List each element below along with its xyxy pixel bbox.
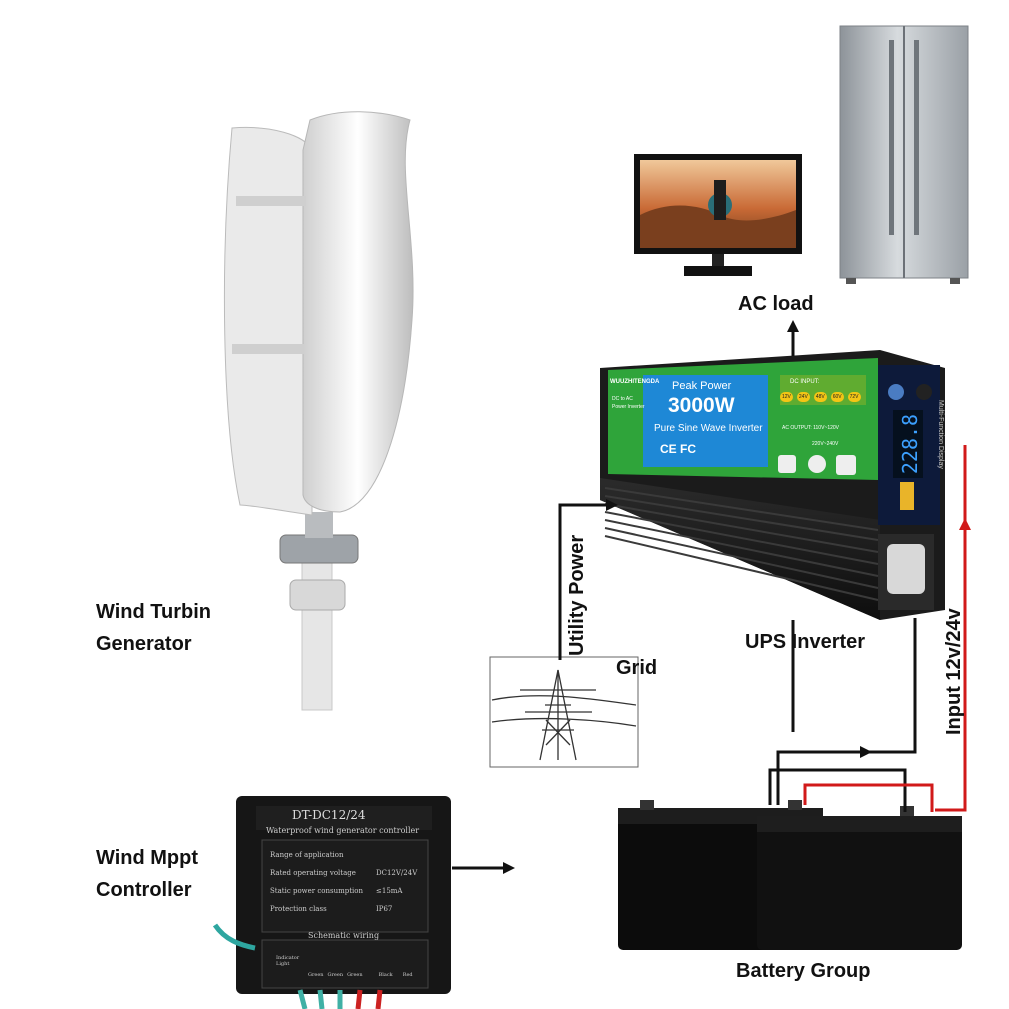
wind-mppt-controller-image xyxy=(212,796,451,1009)
inverter-brand: WUUZHITENGDA xyxy=(610,379,660,385)
terminal: Green xyxy=(327,972,344,978)
controller-schematic-label: Schematic wiring xyxy=(308,931,380,940)
inverter-dc-input: DC INPUT: xyxy=(790,379,820,385)
controller-row-value: ≤15mA xyxy=(376,887,403,895)
wind-mppt-label-line1: Wind Mppt xyxy=(96,847,199,869)
dc-option: 72V xyxy=(847,392,861,402)
wind-turbine-image xyxy=(223,111,414,711)
controller-row-value: IP67 xyxy=(376,905,393,913)
wind-turbine-label-line2: Generator xyxy=(96,633,192,655)
battery-group-label: Battery Group xyxy=(736,960,871,982)
terminal: Green xyxy=(308,972,324,978)
inverter-ac-output-1: AC OUTPUT: 110V~120V xyxy=(782,425,840,431)
fridge-image xyxy=(839,25,969,284)
terminal: Black xyxy=(378,972,393,978)
controller-terminal-label: Indicator Light xyxy=(276,955,300,967)
wind-mppt-label-line2: Controller xyxy=(96,879,192,901)
inverter-display-label: Multi-Function Display xyxy=(937,400,944,469)
controller-subtitle: Waterproof wind generator controller xyxy=(266,826,420,835)
utility-power-label: Utility Power xyxy=(566,534,588,656)
dc-option: 48V xyxy=(813,392,827,402)
grid-label: Grid xyxy=(616,657,658,679)
wiring xyxy=(452,320,971,874)
ups-inverter-label: UPS Inverter xyxy=(745,631,866,653)
ups-inverter-image xyxy=(600,350,945,620)
controller-row-key: Rated operating voltage xyxy=(270,869,356,877)
inverter-dc-options: 12V 24V 48V 60V 72V xyxy=(780,392,861,402)
dc-option: 24V xyxy=(796,392,810,402)
controller-row-key: Static power consumption xyxy=(270,887,364,895)
battery-group-image xyxy=(618,800,962,950)
inverter-wattage: 3000W xyxy=(668,394,735,417)
inverter-ac-output-2: 220V~240V xyxy=(812,441,839,447)
inverter-sub1: DC to AC xyxy=(612,396,633,402)
inverter-wave-label: Pure Sine Wave Inverter xyxy=(654,423,763,434)
inverter-cert: CE FC xyxy=(660,442,696,456)
terminal: Red xyxy=(402,972,413,978)
dc-option: 60V xyxy=(830,392,844,402)
terminal: Green xyxy=(347,972,363,978)
ac-load-label: AC load xyxy=(738,293,814,315)
controller-row-value: DC12V/24V xyxy=(376,869,418,877)
dc-option: 12V xyxy=(780,392,793,402)
inverter-display-value: 228.8 xyxy=(898,413,923,475)
controller-row-key: Range of application xyxy=(270,851,344,859)
wind-turbine-label-line1: Wind Turbin xyxy=(96,601,211,623)
monitor-image xyxy=(634,154,802,276)
controller-row-key: Protection class xyxy=(270,905,327,913)
controller-terminals: Green Green Green Black Red xyxy=(308,972,413,978)
inverter-peak-label: Peak Power xyxy=(672,380,732,392)
controller-model: DT-DC12/24 xyxy=(292,808,366,822)
input-voltage-label: Input 12v/24v xyxy=(943,608,965,735)
inverter-sub2: Power Inverter xyxy=(612,404,645,410)
grid-tower-image xyxy=(489,656,639,768)
